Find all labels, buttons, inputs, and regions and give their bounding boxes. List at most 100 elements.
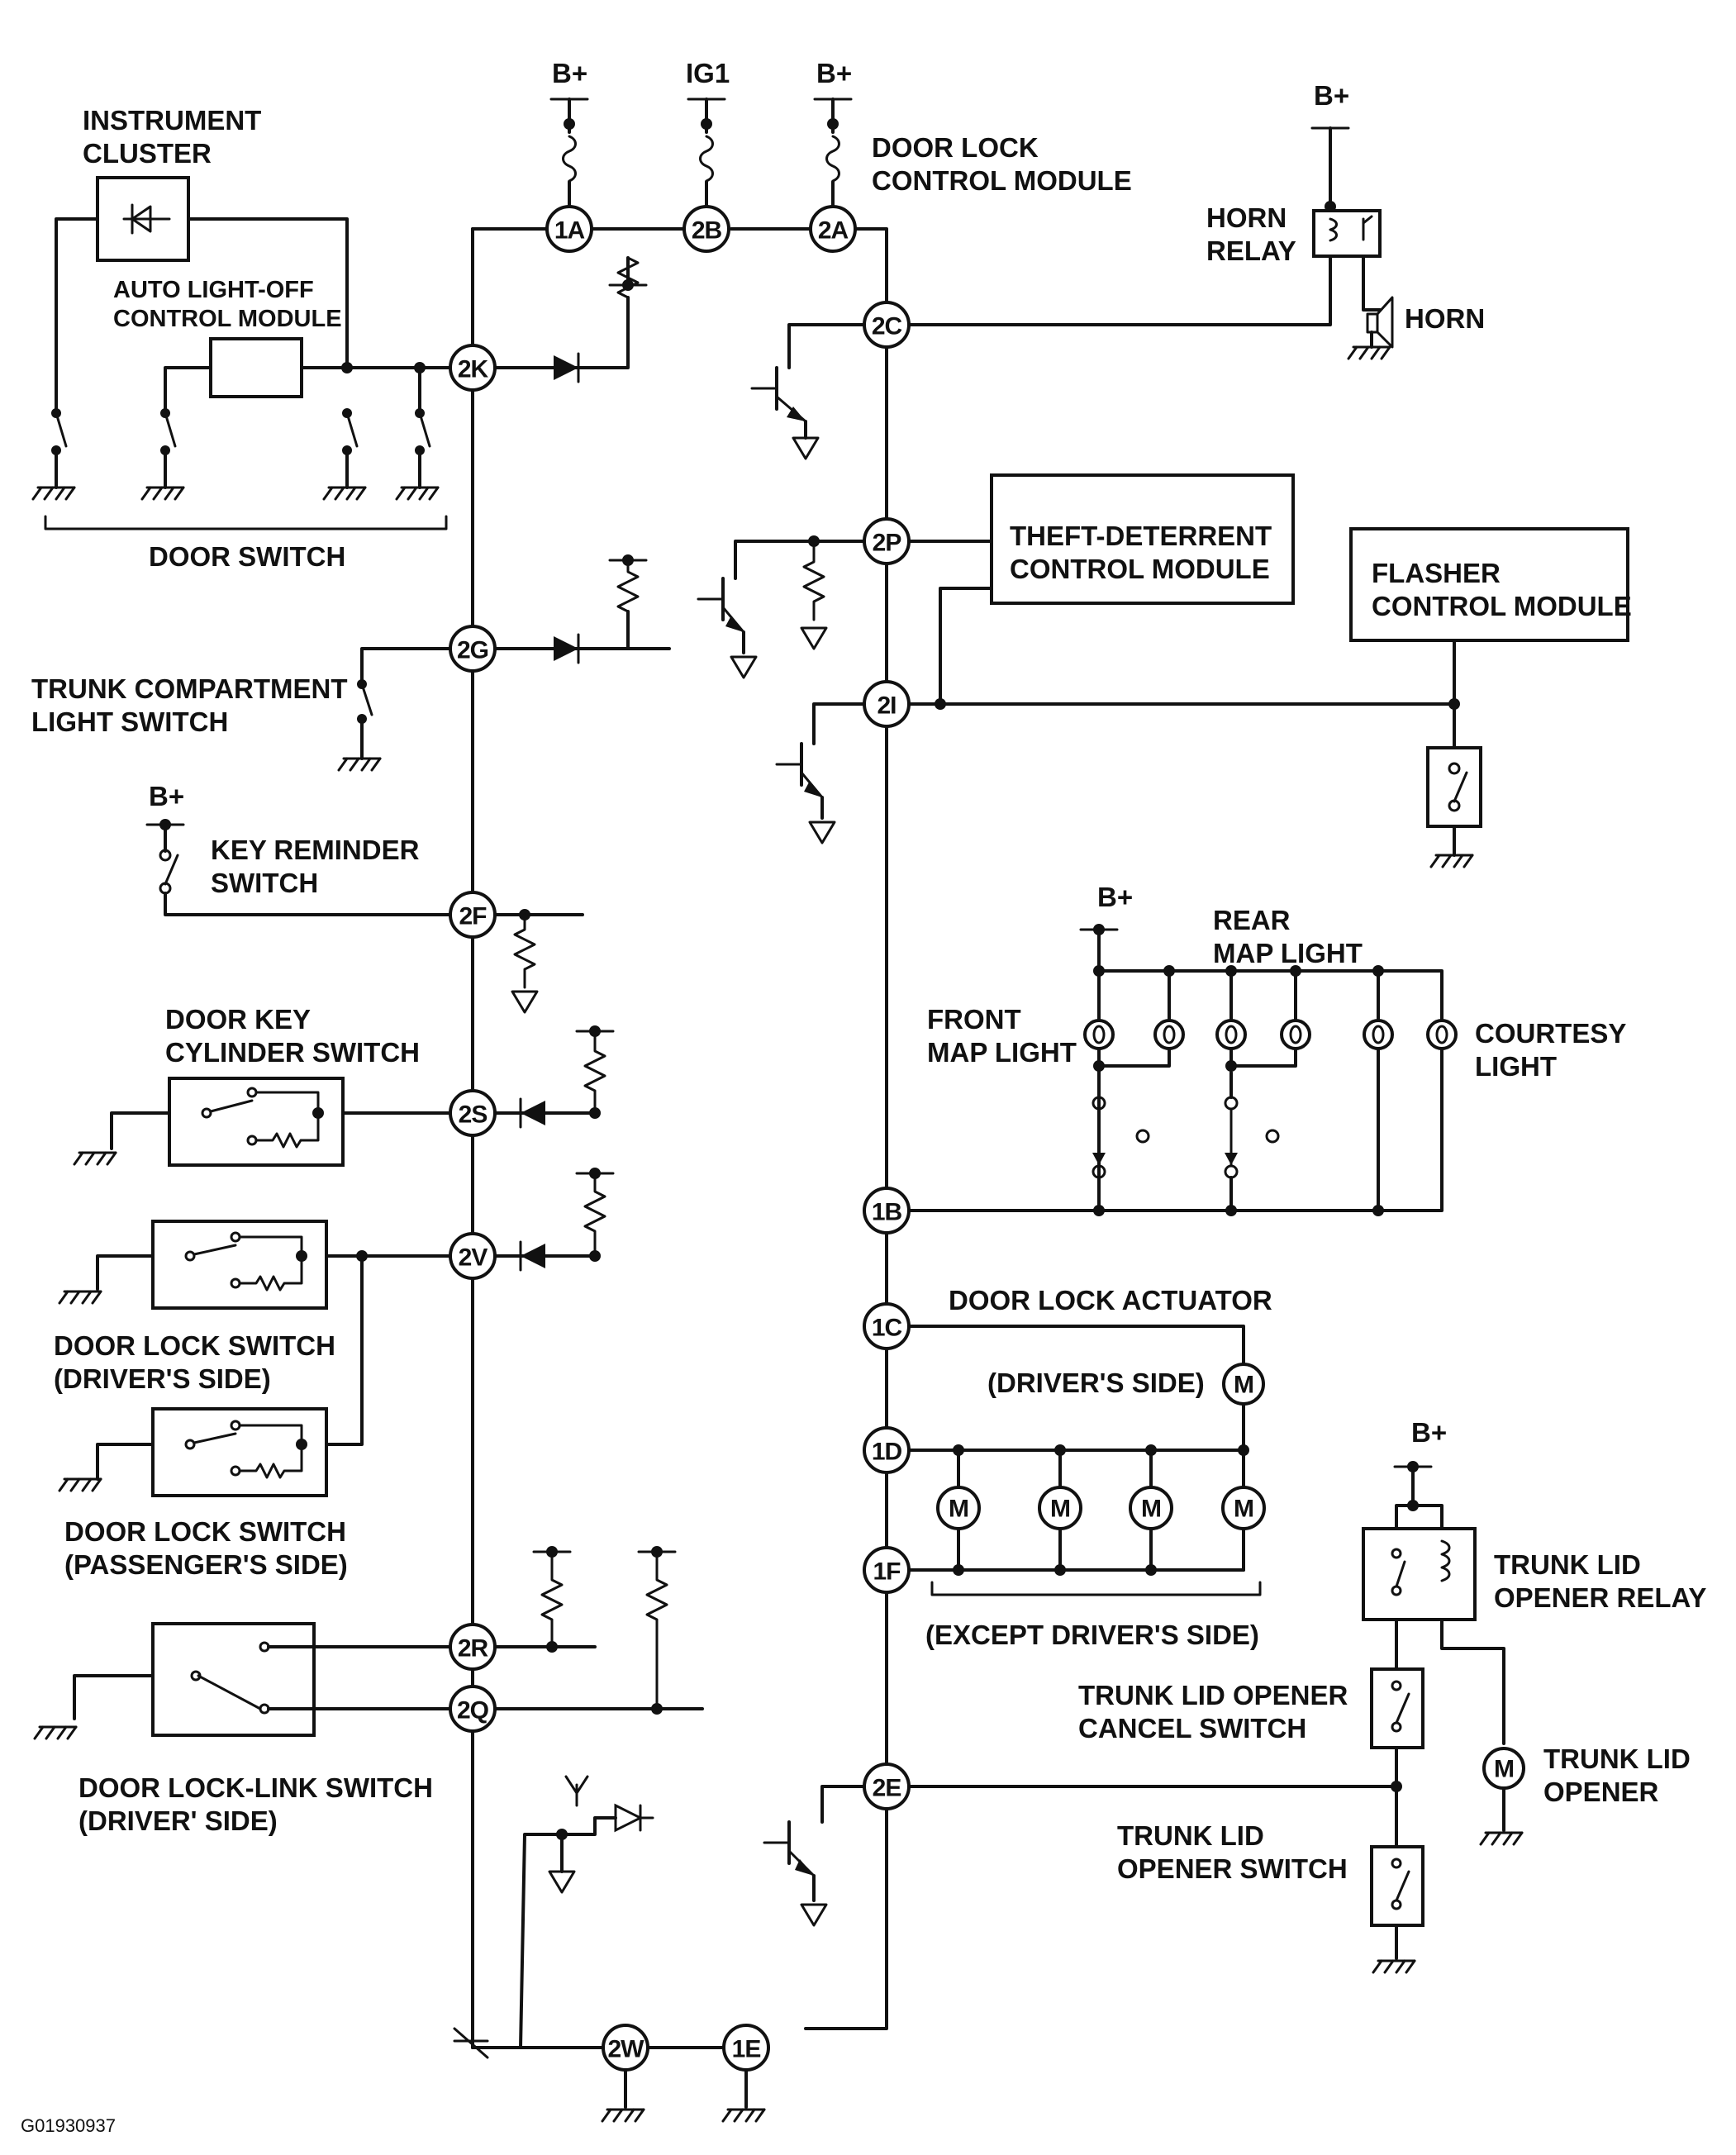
svg-text:2B: 2B bbox=[692, 217, 722, 245]
node-2e-wiring bbox=[763, 1781, 1402, 1927]
flasher-label-1: FLASHER bbox=[1372, 558, 1501, 588]
svg-text:1A: 1A bbox=[554, 217, 585, 245]
connector-2f: 2F bbox=[449, 891, 497, 939]
svg-text:2Q: 2Q bbox=[457, 1697, 489, 1724]
horn-relay-label-2: RELAY bbox=[1206, 235, 1296, 266]
auto-light-off-label-2: CONTROL MODULE bbox=[113, 306, 342, 332]
trunk-cancel-switch: TRUNK LID OPENER CANCEL SWITCH bbox=[1078, 1667, 1424, 1848]
connector-2i: 2I bbox=[863, 680, 911, 728]
motor-label-2: M bbox=[1050, 1496, 1070, 1523]
door-key-cyl-label-1: DOOR KEY bbox=[165, 1004, 311, 1035]
node-2g-wiring: TRUNK COMPARTMENT LIGHT SWITCH bbox=[31, 554, 671, 772]
front-map-label-1: FRONT bbox=[927, 1004, 1021, 1035]
instrument-cluster-label-1: INSTRUMENT bbox=[83, 105, 261, 136]
trunk-opener-sw-label-1: TRUNK LID bbox=[1117, 1820, 1264, 1851]
door-lock-control-label-2: CONTROL MODULE bbox=[872, 165, 1132, 196]
svg-text:2K: 2K bbox=[458, 356, 489, 383]
key-reminder-label-1: KEY REMINDER bbox=[211, 835, 420, 865]
connector-1f: 1F bbox=[863, 1546, 911, 1594]
node-2k-input bbox=[494, 256, 648, 383]
bplus-label-1: B+ bbox=[552, 58, 587, 88]
bulbs bbox=[1083, 1019, 1458, 1050]
instrument-cluster-label-2: CLUSTER bbox=[83, 138, 212, 169]
flasher-module: FLASHER CONTROL MODULE bbox=[1349, 527, 1632, 868]
door-lock-link-switch: DOOR LOCK-LINK SWITCH (DRIVER' SIDE) bbox=[33, 1546, 704, 1836]
door-switch-2 bbox=[140, 408, 185, 501]
connector-1c: 1C bbox=[863, 1302, 911, 1350]
door-lock-sw-drv-label-2: (DRIVER'S SIDE) bbox=[54, 1363, 271, 1394]
courtesy-label-1: COURTESY bbox=[1475, 1018, 1626, 1049]
left-bus bbox=[471, 227, 571, 2049]
door-switch-bracket: DOOR SWITCH bbox=[44, 515, 448, 572]
flasher-label-2: CONTROL MODULE bbox=[1372, 591, 1632, 621]
rear-map-label-1: REAR bbox=[1213, 905, 1291, 935]
bplus-label-horn: B+ bbox=[1314, 80, 1349, 111]
trunk-opener-switch: TRUNK LID OPENER SWITCH bbox=[1117, 1820, 1424, 1974]
connector-2q: 2Q bbox=[449, 1685, 497, 1733]
svg-text:2E: 2E bbox=[873, 1775, 901, 1802]
svg-text:1D: 1D bbox=[872, 1439, 902, 1466]
connector-2s: 2S bbox=[449, 1089, 497, 1137]
connector-2b: 2B bbox=[683, 205, 730, 253]
motor-label-driver: M bbox=[1234, 1372, 1253, 1399]
key-reminder-label-2: SWITCH bbox=[211, 868, 318, 898]
bplus-label-trunk: B+ bbox=[1411, 1417, 1447, 1448]
door-lock-link-label-2: (DRIVER' SIDE) bbox=[78, 1805, 278, 1836]
except-drivers-side-label: (EXCEPT DRIVER'S SIDE) bbox=[925, 1620, 1259, 1650]
bottom-left-wiring bbox=[453, 1775, 766, 2123]
door-lock-switch-driver: DOOR LOCK SWITCH (DRIVER'S SIDE) bbox=[54, 1168, 615, 1394]
trunk-relay-label-1: TRUNK LID bbox=[1494, 1549, 1641, 1580]
horn-label: HORN bbox=[1405, 303, 1485, 334]
door-switch-3 bbox=[322, 408, 367, 501]
svg-text:2C: 2C bbox=[872, 313, 902, 340]
door-switch-label: DOOR SWITCH bbox=[149, 541, 345, 572]
door-lock-actuator-label: DOOR LOCK ACTUATOR bbox=[949, 1285, 1272, 1315]
svg-text:2P: 2P bbox=[873, 530, 901, 557]
trunk-lid-relay: B+ TRUNK LID OPENER RELAY bbox=[1362, 1417, 1706, 1745]
figure-id: G01930937 bbox=[21, 2115, 116, 2136]
connector-2k: 2K bbox=[449, 344, 497, 392]
door-switch-4 bbox=[395, 408, 440, 501]
transistor-2c bbox=[750, 323, 865, 460]
connector-2a: 2A bbox=[809, 205, 857, 253]
svg-text:2I: 2I bbox=[877, 692, 896, 720]
svg-text:2A: 2A bbox=[818, 217, 849, 245]
svg-text:2W: 2W bbox=[608, 2036, 645, 2063]
trunk-comp-label-1: TRUNK COMPARTMENT bbox=[31, 673, 348, 704]
door-lock-sw-pass-label-2: (PASSENGER'S SIDE) bbox=[64, 1549, 348, 1580]
rear-map-label-2: MAP LIGHT bbox=[1213, 938, 1363, 968]
connector-2r: 2R bbox=[449, 1623, 497, 1671]
svg-text:1B: 1B bbox=[872, 1199, 902, 1226]
bplus-label-2: B+ bbox=[816, 58, 852, 88]
connector-2w: 2W bbox=[602, 2024, 649, 2072]
motor-label-1: M bbox=[949, 1496, 968, 1523]
connector-1a: 1A bbox=[545, 205, 593, 253]
connector-2e: 2E bbox=[863, 1763, 911, 1810]
trunk-opener-label-1: TRUNK LID bbox=[1543, 1744, 1691, 1774]
door-switch-1 bbox=[31, 408, 76, 501]
connector-1e: 1E bbox=[722, 2024, 770, 2072]
door-lock-switch-passenger: DOOR LOCK SWITCH (PASSENGER'S SIDE) bbox=[58, 1254, 364, 1580]
node-2f-wiring: B+ KEY REMINDER SWITCH bbox=[145, 781, 584, 1014]
door-lock-actuators: DOOR LOCK ACTUATOR (DRIVER'S SIDE) M M M… bbox=[908, 1285, 1272, 1650]
trunk-opener: M TRUNK LID OPENER bbox=[1479, 1744, 1691, 1846]
drivers-side-label: (DRIVER'S SIDE) bbox=[987, 1368, 1205, 1398]
door-lock-sw-pass-label-1: DOOR LOCK SWITCH bbox=[64, 1516, 346, 1547]
door-lock-sw-drv-label-1: DOOR LOCK SWITCH bbox=[54, 1330, 335, 1361]
svg-text:2G: 2G bbox=[457, 637, 488, 664]
map-lights: B+ bbox=[908, 882, 1626, 1216]
trunk-opener-label-2: OPENER bbox=[1543, 1777, 1659, 1807]
svg-text:2S: 2S bbox=[459, 1101, 488, 1129]
connector-1b: 1B bbox=[863, 1187, 911, 1234]
connector-2p: 2P bbox=[863, 517, 911, 565]
svg-text:2F: 2F bbox=[459, 903, 487, 930]
auto-light-off-module: AUTO LIGHT-OFF CONTROL MODULE bbox=[113, 277, 456, 415]
bplus-label-key: B+ bbox=[149, 781, 184, 811]
auto-light-off-label-1: AUTO LIGHT-OFF bbox=[113, 277, 314, 303]
theft-label-1: THEFT-DETERRENT bbox=[1010, 521, 1272, 551]
trunk-motor-label: M bbox=[1494, 1756, 1514, 1783]
trunk-cancel-label-1: TRUNK LID OPENER bbox=[1078, 1680, 1348, 1710]
node-2i-wiring bbox=[775, 698, 1460, 844]
motor-label-3: M bbox=[1141, 1496, 1161, 1523]
